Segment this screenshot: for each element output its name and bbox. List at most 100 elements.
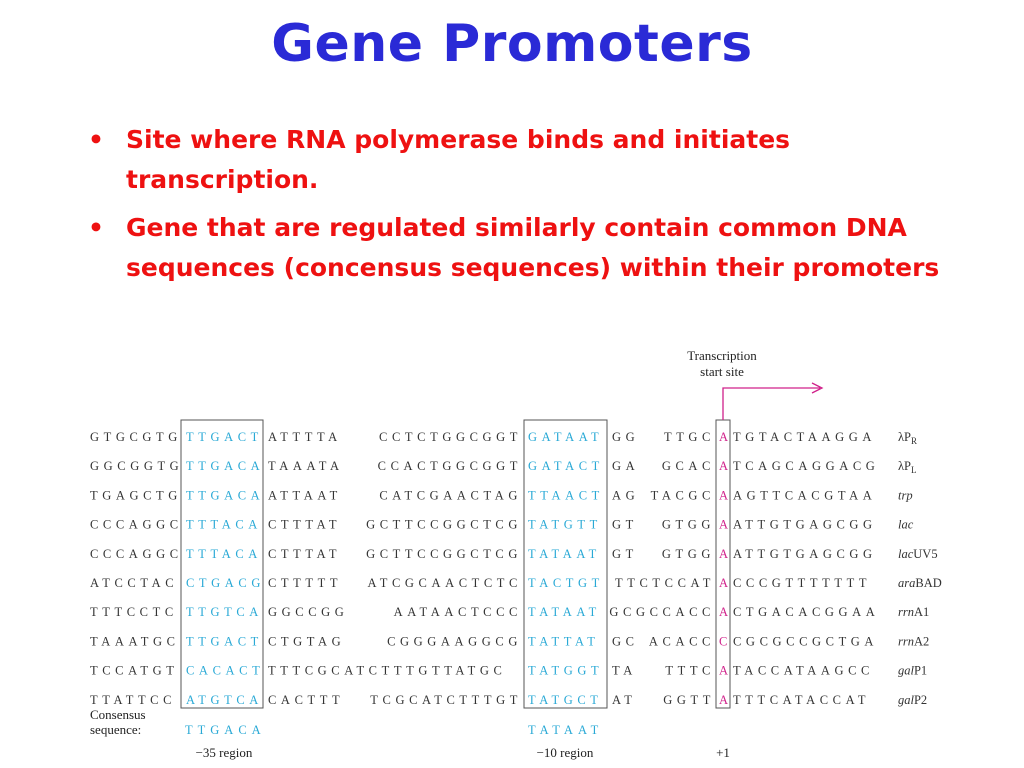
spacer-seq: CTTTAT <box>268 547 341 561</box>
tss-arrowhead <box>811 382 824 394</box>
start-base: A <box>719 518 728 532</box>
downstream-seq: ATTGTGAGCGG <box>733 547 877 561</box>
downstream-seq: TCAGCAGGACG <box>733 459 879 473</box>
spacer-seq: ATCGCAACTCTC <box>367 576 522 590</box>
downstream-seq: ATTGTGAGCGG <box>733 518 877 532</box>
spacer-seq: CTTTAT <box>268 518 341 532</box>
spacer-seq: GGCCGG <box>268 605 348 619</box>
minus10-seq: TACTGT <box>528 576 604 590</box>
minus35-seq: TTGACT <box>186 430 263 444</box>
minus10-seq: TATGTT <box>528 518 602 532</box>
spacer-seq: CTTTTT <box>268 576 342 590</box>
promoter-name: galP1 <box>898 664 927 678</box>
minus35-seq: TTGACA <box>186 459 264 473</box>
start-base: A <box>719 547 728 561</box>
upstream-seq: TTTCCTC <box>90 605 178 619</box>
start-base: A <box>719 664 728 678</box>
start-base: C <box>719 634 727 648</box>
post10-seq: AG <box>612 488 639 502</box>
start-base: A <box>719 488 728 502</box>
pre-start-seq: GTGG <box>662 547 715 561</box>
downstream-seq: TACCATAAGCC <box>733 664 874 678</box>
pre-start-seq: TACGC <box>651 488 715 502</box>
tss-label: Transcription <box>687 348 757 363</box>
consensus-label-2: sequence: <box>90 722 141 737</box>
start-base: A <box>719 459 728 473</box>
upstream-seq: GGCGGTG <box>90 459 183 473</box>
post10-seq: GT <box>612 547 638 561</box>
spacer-seq: TAAATA <box>268 459 344 473</box>
spacer-seq: GCTTCCGGCTCG <box>366 518 522 532</box>
minus10-box <box>523 419 608 709</box>
minus35-seq: CACACT <box>186 664 264 678</box>
bullet-text: Site where RNA polymerase binds and init… <box>126 125 791 194</box>
downstream-seq: CGCGCCGCTGA <box>733 634 878 648</box>
consensus-minus35: TTGACA <box>185 723 266 737</box>
spacer-seq: ATTTTA <box>268 430 342 444</box>
pre-start-seq: GCGCCACC <box>609 605 715 619</box>
upstream-seq: CCCAGGC <box>90 518 183 532</box>
spacer-seq: CCTCTGGCGGT <box>379 430 522 444</box>
minus35-seq: CTGACG <box>186 576 265 590</box>
spacer-seq: CATCGAACTAG <box>379 488 522 502</box>
minus10-seq: TATGGT <box>528 664 603 678</box>
upstream-seq: ATCCTAC <box>90 576 178 590</box>
region-minus10-label: −10 region <box>537 745 594 760</box>
post10-seq: GT <box>612 518 638 532</box>
minus35-seq: TTTACA <box>186 518 262 532</box>
start-base: A <box>719 430 728 444</box>
downstream-seq: CTGACACGGAA <box>733 605 879 619</box>
post10-seq: GC <box>612 634 639 648</box>
pre-start-seq: GTGG <box>662 518 715 532</box>
spacer-seq: ATTAAT <box>268 488 342 502</box>
post10-seq: GA <box>612 459 639 473</box>
upstream-seq: TGAGCTG <box>90 488 182 502</box>
downstream-seq: AGTTCACGTAA <box>733 488 876 502</box>
downstream-seq: TTTCATACCAT <box>733 693 870 707</box>
upstream-seq: CCCAGGC <box>90 547 183 561</box>
bullet-marker: • <box>88 213 104 242</box>
start-base: A <box>719 693 728 707</box>
promoter-name: lac <box>898 518 914 532</box>
start-base: A <box>719 605 728 619</box>
downstream-seq: TGTACTAAGGA <box>733 430 876 444</box>
bullet-item: • Site where RNA polymerase binds and ini… <box>84 120 984 200</box>
minus35-box <box>180 419 264 709</box>
minus35-seq: TTGACT <box>186 634 263 648</box>
downstream-seq: CCCGTTTTTTT <box>733 576 871 590</box>
minus35-seq: TTGACA <box>186 488 264 502</box>
promoter-name: λPR <box>898 430 917 446</box>
tss-arrow <box>722 387 820 420</box>
promoter-name: rrnA2 <box>898 634 929 648</box>
pre-start-seq: ACACC <box>649 634 715 648</box>
pre-start-seq: TTGC <box>664 430 715 444</box>
consensus-minus10: TATAAT <box>528 723 603 737</box>
minus10-seq: GATACT <box>528 459 604 473</box>
minus10-seq: TATAAT <box>528 547 601 561</box>
region-plus1-label: +1 <box>716 745 730 760</box>
minus10-seq: TATAAT <box>528 605 601 619</box>
minus10-seq: GATAAT <box>528 430 603 444</box>
minus35-seq: TTTACA <box>186 547 262 561</box>
promoter-name: trp <box>898 488 913 502</box>
spacer-seq: CCACTGGCGGT <box>378 459 522 473</box>
spacer-seq: CGGGAAGGCG <box>387 634 522 648</box>
bullet-marker: • <box>88 125 104 154</box>
spacer-seq: GCTTCCGGCTCG <box>366 547 522 561</box>
spacer-seq: TTTCGCATCTTTGTTATGC <box>268 664 506 678</box>
region-minus35-label: −35 region <box>196 745 253 760</box>
bullet-item: • Gene that are regulated similarly conta… <box>84 208 984 288</box>
bullet-text: Gene that are regulated similarly contai… <box>126 213 940 282</box>
minus10-seq: TATTAT <box>528 634 599 648</box>
promoter-name: araBAD <box>898 576 942 590</box>
post10-seq: GG <box>612 430 639 444</box>
upstream-seq: TTATTCC <box>90 693 176 707</box>
pre-start-seq: GGTT <box>663 693 715 707</box>
minus35-seq: TTGTCA <box>186 605 263 619</box>
consensus-label: Consensus <box>90 707 146 722</box>
slide-title: Gene Promoters <box>271 14 753 74</box>
pre-start-seq: GCAC <box>662 459 715 473</box>
upstream-seq: TCCATGT <box>90 664 178 678</box>
